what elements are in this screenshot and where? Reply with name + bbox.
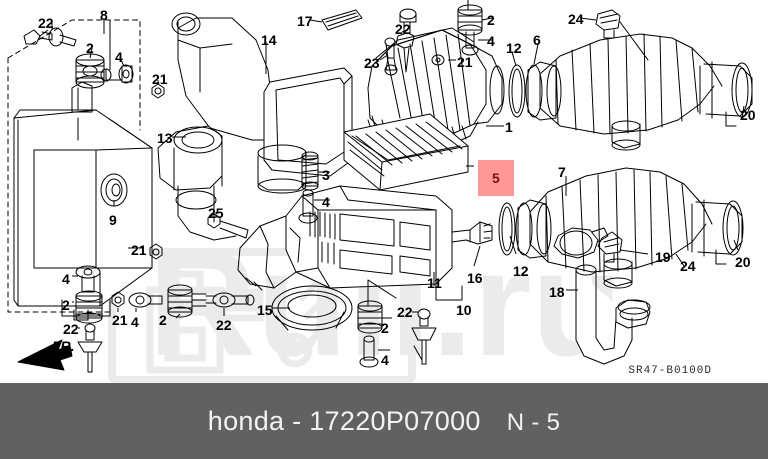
callout-23: 23 <box>364 55 380 71</box>
callout-25: 25 <box>208 205 224 221</box>
callout-11: 11 <box>427 275 442 291</box>
callout-13: 13 <box>157 130 173 146</box>
callout-12: 12 <box>506 40 522 56</box>
callout-22: 22 <box>395 21 411 37</box>
drawing-reference-code: SR47-B0100D <box>628 365 712 377</box>
callout-2: 2 <box>381 320 389 336</box>
callout-9: 9 <box>109 212 117 228</box>
footer-bar: honda - 17220P07000 N - 5 <box>0 383 768 459</box>
callout-24: 24 <box>568 11 584 27</box>
callout-20: 20 <box>740 107 756 123</box>
callout-4: 4 <box>131 314 139 330</box>
callout-2: 2 <box>86 40 94 56</box>
callout-19: 19 <box>655 249 671 265</box>
callout-4: 4 <box>487 33 495 49</box>
callout-22: 22 <box>216 317 232 333</box>
part-title: honda - 17220P07000 <box>207 405 481 436</box>
callout-2: 2 <box>62 297 70 313</box>
page-label: N - 5 <box>506 408 561 436</box>
callout-20: 20 <box>735 254 751 270</box>
callout-4: 4 <box>62 271 70 287</box>
callout-1: 1 <box>505 119 513 135</box>
callout-3: 3 <box>322 167 330 183</box>
callout-22: 22 <box>397 304 413 320</box>
callout-7: 7 <box>558 164 566 180</box>
callout-18: 18 <box>549 284 565 300</box>
callout-22: 22 <box>63 321 79 337</box>
callout-2: 2 <box>487 12 495 28</box>
callout-14: 14 <box>261 32 277 48</box>
callout-21: 21 <box>131 242 147 258</box>
callout-6: 6 <box>533 32 541 48</box>
callout-5-highlighted: 5 <box>478 160 514 196</box>
callout-17: 17 <box>297 13 313 29</box>
callout-21: 21 <box>457 54 473 70</box>
diagram-linework <box>7 0 753 373</box>
exploded-parts-diagram: Ruli.ru <box>7 0 756 383</box>
callout-8: 8 <box>100 7 108 23</box>
footer-content: honda - 17220P07000 N - 5 <box>208 406 560 437</box>
callout-15: 15 <box>257 302 273 318</box>
callout-10: 10 <box>456 302 472 318</box>
callout-2: 2 <box>159 312 167 328</box>
callout-12: 12 <box>513 263 529 279</box>
callout-22: 22 <box>38 15 54 31</box>
callout-24: 24 <box>680 258 696 274</box>
callout-16: 16 <box>467 270 483 286</box>
callout-21: 21 <box>112 312 128 328</box>
callout-4: 4 <box>115 49 123 65</box>
callout-4: 4 <box>322 194 330 210</box>
callout-4: 4 <box>381 352 389 368</box>
front-direction-label: FR. <box>52 338 75 354</box>
callout-21: 21 <box>152 71 168 87</box>
